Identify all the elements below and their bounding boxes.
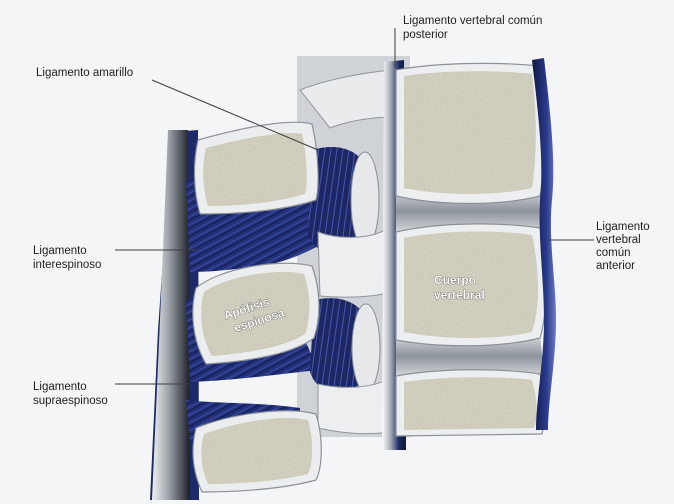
ligamentum-flavum-lower-cap <box>352 304 380 392</box>
label-ligamento-vertebral-comun-anterior: Ligamento vertebral común anterior <box>596 221 653 272</box>
vertebral-body-upper <box>404 71 536 194</box>
supraspinous-ligament <box>152 130 190 500</box>
label-ligamento-amarillo: Ligamento amarillo <box>36 67 133 79</box>
label-ligamento-interespinoso: Ligamento interespinoso <box>33 245 101 271</box>
label-cuerpo-vertebral: Cuerpo vertebral <box>434 273 485 302</box>
label-ligamento-vertebral-comun-posterior: Ligamento vertebral común posterior <box>403 15 546 41</box>
label-ligamento-supraespinoso: Ligamento supraespinoso <box>33 381 108 407</box>
vertebral-body-lower <box>404 377 537 430</box>
